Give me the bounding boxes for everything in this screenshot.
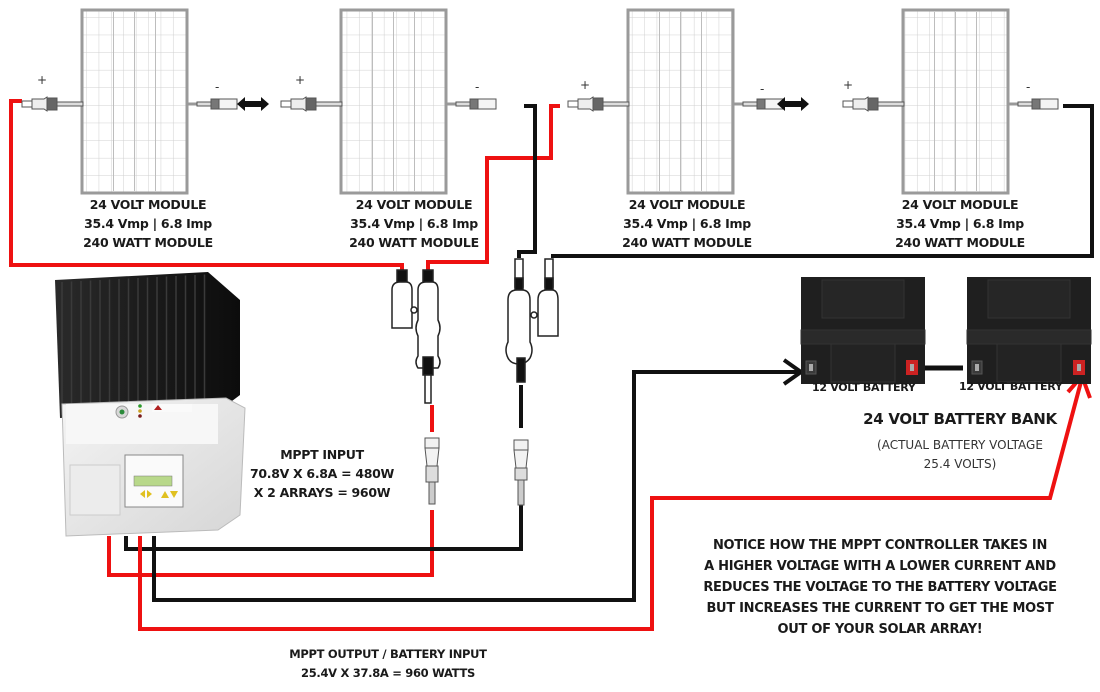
module-type: 24 VOLT MODULE <box>628 197 746 212</box>
module-4-negative-sign: - <box>1026 80 1031 94</box>
mppt-input-info: MPPT INPUT 70.8V X 6.8A = 480W X 2 ARRAY… <box>232 445 412 502</box>
mppt-output-title: MPPT OUTPUT / BATTERY INPUT <box>289 647 487 661</box>
solar-panels <box>21 8 1059 195</box>
meter-down-button-icon <box>170 491 178 498</box>
module-specs: 35.4 Vmp | 6.8 Imp <box>350 216 478 231</box>
module-rating: 240 WATT MODULE <box>83 235 213 250</box>
module-2-label: 24 VOLT MODULE 35.4 Vmp | 6.8 Imp 240 WA… <box>314 195 514 252</box>
meter-up-button-icon <box>161 491 169 498</box>
led-red <box>138 414 142 418</box>
mppt-input-line2: X 2 ARRAYS = 960W <box>253 485 391 500</box>
array1-negative-wire <box>517 104 537 258</box>
module-1-negative-sign: - <box>215 80 220 94</box>
module-rating: 240 WATT MODULE <box>622 235 752 250</box>
module-4-positive-connector <box>842 96 905 112</box>
battery-bank-info: 24 VOLT BATTERY BANK (ACTUAL BATTERY VOL… <box>840 410 1080 474</box>
module-2-negative-sign: - <box>475 80 480 94</box>
mppt-output-info: MPPT OUTPUT / BATTERY INPUT 25.4V X 37.8… <box>238 645 538 683</box>
battery-1 <box>800 277 926 384</box>
array2-negative-wire <box>551 104 1094 258</box>
mppt-output-line1: 25.4V X 37.8A = 960 WATTS <box>301 666 475 680</box>
module-4-label: 24 VOLT MODULE 35.4 Vmp | 6.8 Imp 240 WA… <box>860 195 1060 252</box>
solar-panel-4 <box>885 8 1026 195</box>
module-3-positive-connector <box>567 96 630 112</box>
wires <box>9 99 1094 631</box>
controller-lcd <box>133 475 173 487</box>
meter-left-button-icon <box>140 490 145 498</box>
module-1-negative-connector <box>196 98 238 110</box>
module-specs: 35.4 Vmp | 6.8 Imp <box>623 216 751 231</box>
controller-spec-label <box>69 464 121 516</box>
controller-brand-plate <box>152 404 192 412</box>
module-specs: 35.4 Vmp | 6.8 Imp <box>896 216 1024 231</box>
module-1-label: 24 VOLT MODULE 35.4 Vmp | 6.8 Imp 240 WA… <box>48 195 248 252</box>
solar-panel-1 <box>64 8 205 195</box>
battery-bank-subtitle-1: (ACTUAL BATTERY VOLTAGE <box>877 438 1043 452</box>
meter-right-button-icon <box>147 490 152 498</box>
notice-line: A HIGHER VOLTAGE WITH A LOWER CURRENT AN… <box>704 559 1056 574</box>
mppt-charge-controller <box>55 272 246 537</box>
series-connection-arrow-icon <box>777 97 809 111</box>
mppt-input-line1: 70.8V X 6.8A = 480W <box>249 466 395 481</box>
module-3-negative-sign: - <box>760 82 765 96</box>
module-specs: 35.4 Vmp | 6.8 Imp <box>84 216 212 231</box>
battery-2-label: 12 VOLT BATTERY <box>959 380 1063 393</box>
controller-faceplate <box>66 404 218 444</box>
module-3-label: 24 VOLT MODULE 35.4 Vmp | 6.8 Imp 240 WA… <box>587 195 787 252</box>
module-4-negative-connector <box>1017 98 1059 110</box>
led-green <box>138 404 142 408</box>
notice-line: BUT INCREASES THE CURRENT TO GET THE MOS… <box>706 601 1054 616</box>
led-yellow <box>138 409 142 413</box>
array2-positive-wire <box>426 104 560 272</box>
module-2-negative-connector <box>455 98 497 110</box>
module-type: 24 VOLT MODULE <box>89 197 207 212</box>
module-rating: 240 WATT MODULE <box>349 235 479 250</box>
module-1-positive-sign: + <box>37 73 48 87</box>
battery-bank-title: 24 VOLT BATTERY BANK <box>863 410 1057 428</box>
negative-y-branch-connector <box>505 258 559 383</box>
module-type: 24 VOLT MODULE <box>355 197 473 212</box>
module-3-positive-sign: + <box>580 78 591 92</box>
positive-mc4-connector <box>424 437 440 505</box>
mppt-input-title: MPPT INPUT <box>280 447 364 462</box>
module-2-positive-sign: + <box>295 73 306 87</box>
module-4-positive-sign: + <box>843 78 854 92</box>
notice-line: REDUCES THE VOLTAGE TO THE BATTERY VOLTA… <box>703 580 1057 595</box>
series-connection-arrow-icon <box>237 97 269 111</box>
combined-positive-to-controller <box>107 510 434 577</box>
negative-mc4-connector <box>513 439 529 506</box>
battery-negative-wire <box>152 370 800 602</box>
solar-panel-2 <box>323 8 464 195</box>
positive-y-branch-connector <box>391 269 441 404</box>
combined-negative-to-controller <box>124 505 523 551</box>
notice-line: NOTICE HOW THE MPPT CONTROLLER TAKES IN <box>712 538 1048 553</box>
battery-positive-wire <box>138 377 1084 631</box>
notice-text: NOTICE HOW THE MPPT CONTROLLER TAKES IN … <box>665 535 1095 640</box>
module-2-positive-connector <box>280 96 343 112</box>
module-type: 24 VOLT MODULE <box>901 197 1019 212</box>
battery-2 <box>966 277 1092 384</box>
array1-positive-wire <box>9 99 404 272</box>
module-rating: 240 WATT MODULE <box>895 235 1025 250</box>
battery-bank-subtitle-2: 25.4 VOLTS) <box>923 457 997 471</box>
module-1-positive-connector <box>21 96 84 112</box>
notice-line: OUT OF YOUR SOLAR ARRAY! <box>777 622 983 637</box>
solar-panel-3 <box>610 8 751 195</box>
battery-1-label: 12 VOLT BATTERY <box>812 381 916 394</box>
